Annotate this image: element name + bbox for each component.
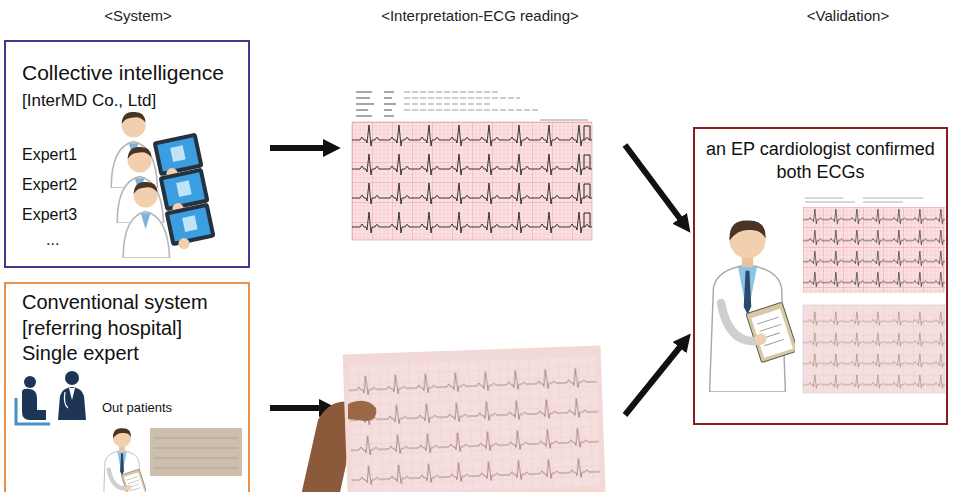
illustration-part bbox=[803, 330, 945, 350]
illustration-part bbox=[803, 249, 945, 269]
illustration-part bbox=[348, 356, 600, 492]
illustration-part bbox=[803, 249, 945, 269]
illustration-part bbox=[803, 372, 945, 392]
illustration-part bbox=[343, 346, 606, 492]
illustration-part bbox=[22, 389, 46, 420]
illustration-part bbox=[352, 209, 592, 237]
illustration-part bbox=[352, 122, 592, 240]
illustration-part bbox=[803, 305, 945, 393]
illustration-part bbox=[384, 92, 396, 116]
illustration-part bbox=[348, 364, 597, 401]
illustration-part bbox=[352, 122, 592, 150]
illustration-part bbox=[404, 92, 540, 110]
illustration-part bbox=[803, 228, 945, 248]
illustration-part bbox=[154, 438, 238, 468]
box-heading: Conventional system [referring hospital]… bbox=[22, 290, 237, 367]
system-box: Conventional system [referring hospital]… bbox=[4, 282, 250, 492]
illustration-part bbox=[349, 394, 598, 431]
box-text: Out patients bbox=[102, 400, 172, 417]
doctor-icon bbox=[58, 371, 86, 420]
illustration-part bbox=[352, 151, 592, 179]
illustration-part bbox=[351, 454, 600, 491]
illustration-part bbox=[803, 351, 945, 371]
box-text: Expert3 bbox=[22, 205, 77, 225]
illustration-part bbox=[349, 394, 598, 431]
illustration-part bbox=[584, 126, 590, 227]
illustration-part bbox=[150, 428, 242, 476]
ecg-thumbnail bbox=[803, 305, 945, 393]
illustration-part bbox=[803, 309, 945, 392]
illustration-part bbox=[351, 454, 600, 491]
box-heading: Collective intelligence bbox=[22, 60, 224, 87]
illustration-part bbox=[24, 376, 36, 388]
cardiologist-figure bbox=[710, 220, 798, 392]
illustration-part bbox=[348, 364, 597, 401]
system-box: Collective intelligence [InterMD Co., Ltd… bbox=[4, 40, 250, 268]
illustration-part bbox=[803, 207, 945, 227]
illustration-part bbox=[270, 145, 330, 151]
flow-arrows bbox=[270, 145, 684, 415]
paper-ecg bbox=[300, 346, 606, 492]
illustration-part bbox=[65, 371, 79, 385]
illustration-part bbox=[352, 180, 592, 208]
column-heading: <Interpretation-ECG reading> bbox=[381, 7, 579, 24]
illustration-part bbox=[348, 356, 600, 492]
illustration-part bbox=[803, 270, 945, 290]
expert-figure bbox=[123, 182, 215, 258]
box-text: [InterMD Co., Ltd] bbox=[22, 90, 156, 112]
doctor-figure bbox=[103, 428, 147, 492]
box-heading: an EP cardiologist confirmed both ECGs bbox=[695, 138, 946, 184]
box-text: Expert1 bbox=[22, 145, 77, 165]
illustration-part bbox=[352, 88, 592, 240]
digital-ecg bbox=[352, 88, 592, 240]
box-text: ... bbox=[46, 230, 59, 250]
illustration-part bbox=[352, 122, 592, 240]
column-heading: <Validation> bbox=[807, 7, 889, 24]
illustration-part bbox=[625, 145, 684, 224]
column-heading: <System> bbox=[104, 7, 172, 24]
illustration-part bbox=[803, 207, 945, 293]
illustration-part bbox=[805, 198, 923, 202]
validation-box: an EP cardiologist confirmed both ECGs bbox=[693, 127, 948, 425]
illustration-part bbox=[352, 209, 592, 237]
illustration-part bbox=[803, 195, 945, 207]
illustration-part bbox=[350, 424, 599, 461]
ecg-photo bbox=[150, 428, 242, 476]
illustration-part bbox=[356, 92, 374, 116]
illustration-part bbox=[69, 388, 75, 400]
illustration-part bbox=[348, 401, 376, 421]
illustration-part bbox=[803, 228, 945, 248]
illustration-part bbox=[540, 119, 588, 120]
illustration-part bbox=[803, 372, 945, 392]
illustration-part bbox=[270, 405, 326, 411]
illustration-part bbox=[352, 180, 592, 208]
illustration-part bbox=[64, 392, 68, 408]
illustration-part bbox=[350, 424, 599, 461]
illustration-part bbox=[58, 387, 86, 420]
illustration-part bbox=[352, 122, 592, 150]
illustration-part bbox=[803, 351, 945, 371]
ecg-thumbnail bbox=[803, 195, 945, 293]
illustration-part bbox=[803, 270, 945, 290]
illustration-part bbox=[352, 151, 592, 179]
illustration-part bbox=[803, 207, 945, 290]
illustration-part bbox=[803, 309, 945, 329]
box-text: Expert2 bbox=[22, 175, 77, 195]
patient-icon bbox=[16, 376, 50, 424]
illustration-part bbox=[343, 346, 606, 492]
illustration-part bbox=[625, 342, 684, 415]
illustration-part bbox=[803, 330, 945, 350]
illustration-part bbox=[803, 207, 945, 293]
